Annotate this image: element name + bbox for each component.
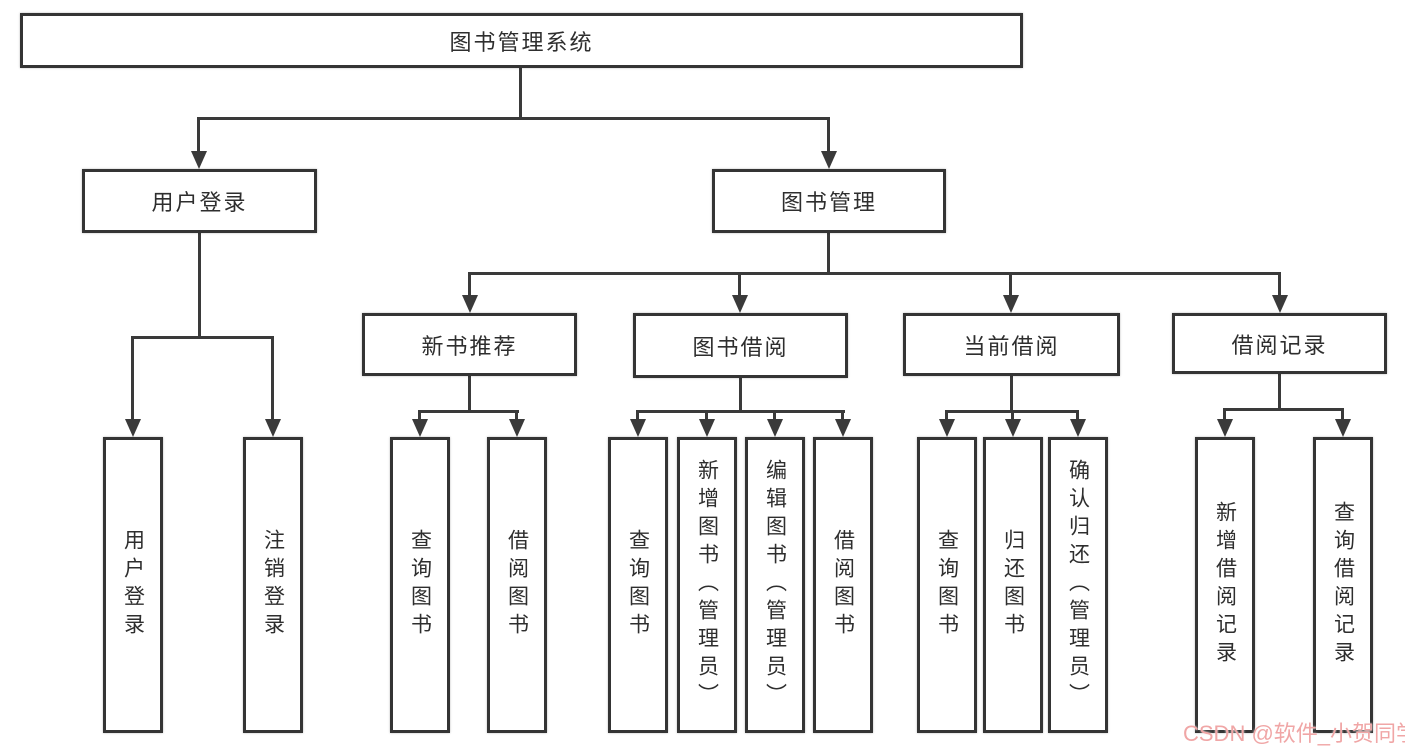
connector-vline xyxy=(468,374,471,410)
connector-vline xyxy=(841,410,844,421)
connector-vline xyxy=(1011,410,1014,421)
connector-vline xyxy=(468,272,471,297)
connector-vline xyxy=(738,272,741,297)
connector-vline xyxy=(1076,410,1079,421)
connector-vline xyxy=(705,410,708,421)
node-borrow-records: 借阅记录 xyxy=(1172,313,1387,374)
leaf-confirm-return-admin: 确认归还（管理员） xyxy=(1048,437,1108,733)
leaf-label: 查询图书 xyxy=(408,529,432,641)
leaf-edit-books-admin: 编辑图书（管理员） xyxy=(745,437,805,733)
arrowhead-down-icon xyxy=(939,419,955,437)
leaf-search-borrow-record: 查询借阅记录 xyxy=(1313,437,1373,733)
connector-vline xyxy=(131,336,134,421)
connector-vline xyxy=(636,410,639,421)
connector-hline xyxy=(418,410,519,413)
node-book-borrow: 图书借阅 xyxy=(633,313,848,378)
connector-vline xyxy=(1223,408,1226,421)
node-book-management: 图书管理 xyxy=(712,169,946,233)
leaf-label: 查询图书 xyxy=(935,529,959,641)
connector-vline xyxy=(198,231,201,336)
arrowhead-down-icon xyxy=(1003,295,1019,313)
arrowhead-down-icon xyxy=(1217,419,1233,437)
leaf-borrow-books: 借阅图书 xyxy=(813,437,873,733)
connector-hline xyxy=(468,272,1281,275)
connector-vline xyxy=(197,117,200,153)
connector-vline xyxy=(1278,372,1281,408)
connector-vline xyxy=(1341,408,1344,421)
leaf-label: 编辑图书（管理员） xyxy=(763,459,787,711)
leaf-label: 新增图书（管理员） xyxy=(695,459,719,711)
arrowhead-down-icon xyxy=(767,419,783,437)
connector-vline xyxy=(1009,272,1012,297)
leaf-return-books: 归还图书 xyxy=(983,437,1043,733)
leaf-user-login: 用户登录 xyxy=(103,437,163,733)
connector-vline xyxy=(827,231,830,272)
arrowhead-down-icon xyxy=(835,419,851,437)
arrowhead-down-icon xyxy=(191,151,207,169)
arrowhead-down-icon xyxy=(699,419,715,437)
arrowhead-down-icon xyxy=(412,419,428,437)
leaf-search-books-current: 查询图书 xyxy=(917,437,977,733)
leaf-label: 新增借阅记录 xyxy=(1213,501,1237,669)
arrowhead-down-icon xyxy=(125,419,141,437)
leaf-label: 查询借阅记录 xyxy=(1331,501,1355,669)
node-library-management-system: 图书管理系统 xyxy=(20,13,1023,68)
leaf-add-books-admin: 新增图书（管理员） xyxy=(677,437,737,733)
leaf-label: 用户登录 xyxy=(121,529,145,641)
connector-hline xyxy=(197,117,830,120)
connector-vline xyxy=(418,410,421,421)
connector-hline xyxy=(131,336,274,339)
leaf-add-borrow-record: 新增借阅记录 xyxy=(1195,437,1255,733)
arrowhead-down-icon xyxy=(1070,419,1086,437)
connector-vline xyxy=(1278,272,1281,297)
arrowhead-down-icon xyxy=(265,419,281,437)
leaf-search-books-recommend: 查询图书 xyxy=(390,437,450,733)
node-current-borrow: 当前借阅 xyxy=(903,313,1120,376)
leaf-label: 注销登录 xyxy=(261,529,285,641)
leaf-label: 借阅图书 xyxy=(505,529,529,641)
arrowhead-down-icon xyxy=(821,151,837,169)
connector-vline xyxy=(773,410,776,421)
leaf-logout: 注销登录 xyxy=(243,437,303,733)
connector-vline xyxy=(519,66,522,117)
arrowhead-down-icon xyxy=(462,295,478,313)
arrowhead-down-icon xyxy=(1005,419,1021,437)
arrowhead-down-icon xyxy=(630,419,646,437)
connector-vline xyxy=(739,374,742,410)
connector-hline xyxy=(636,410,845,413)
leaf-search-books-borrow: 查询图书 xyxy=(608,437,668,733)
connector-vline xyxy=(827,117,830,153)
arrowhead-down-icon xyxy=(732,295,748,313)
node-user-login: 用户登录 xyxy=(82,169,317,233)
connector-vline xyxy=(1010,374,1013,410)
connector-vline xyxy=(515,410,518,421)
leaf-borrow-books-recommend: 借阅图书 xyxy=(487,437,547,733)
arrowhead-down-icon xyxy=(1272,295,1288,313)
leaf-label: 确认归还（管理员） xyxy=(1066,459,1090,711)
arrowhead-down-icon xyxy=(1335,419,1351,437)
watermark-csdn: CSDN @软件_小贺同学 xyxy=(1183,721,1405,746)
arrowhead-down-icon xyxy=(509,419,525,437)
node-new-book-recommend: 新书推荐 xyxy=(362,313,577,376)
leaf-label: 借阅图书 xyxy=(831,529,855,641)
connector-vline xyxy=(271,336,274,421)
leaf-label: 归还图书 xyxy=(1001,529,1025,641)
leaf-label: 查询图书 xyxy=(626,529,650,641)
connector-hline xyxy=(1223,408,1344,411)
connector-vline xyxy=(945,410,948,421)
